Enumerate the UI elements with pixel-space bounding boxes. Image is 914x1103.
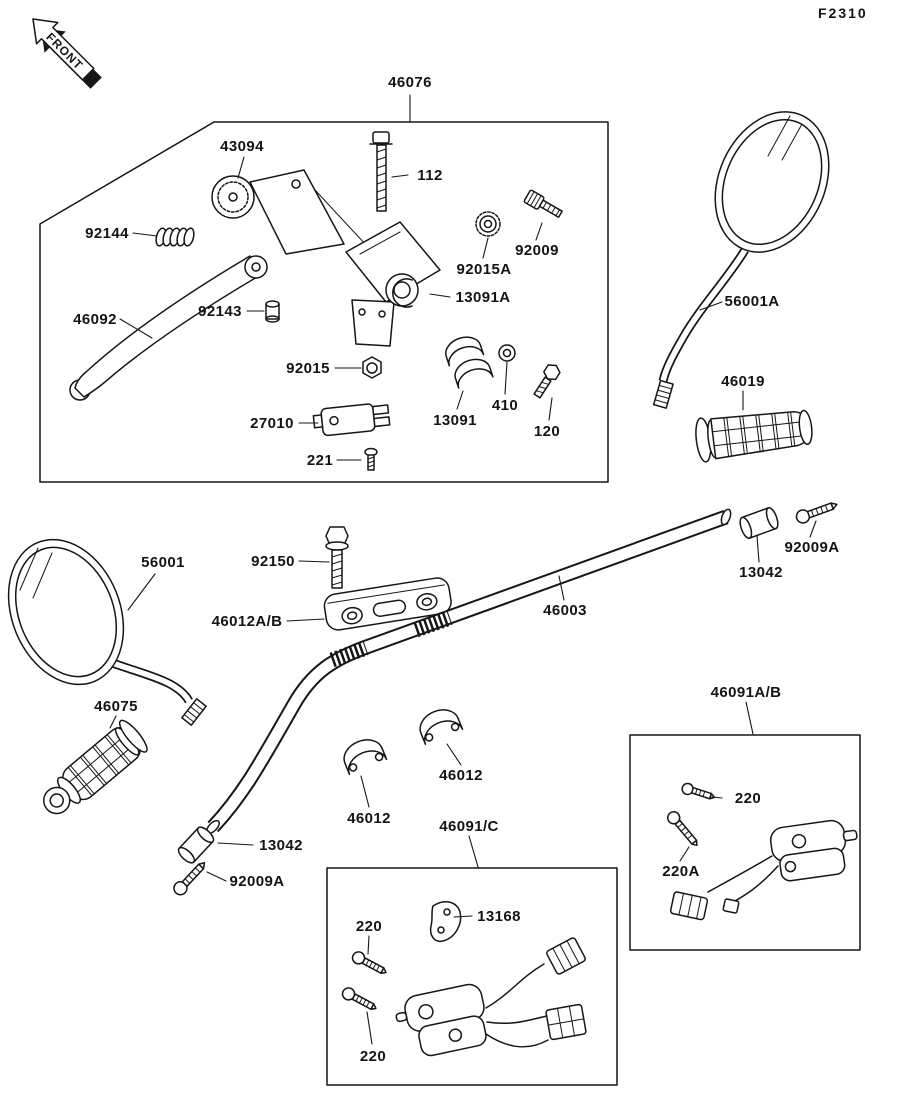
drawing-46091AB-connector — [669, 891, 709, 921]
drawing-46091C-harness — [485, 963, 549, 1048]
part-label-46091a-b-32: 46091A/B — [710, 684, 782, 701]
part-label-43094-1: 43094 — [220, 138, 264, 155]
drawing-220-screw-top — [351, 951, 387, 974]
part-label-220-29: 220 — [355, 918, 383, 935]
drawing-112-bolt — [369, 131, 393, 212]
part-label-13042-24: 13042 — [259, 837, 303, 854]
drawing-221-screw — [364, 447, 378, 471]
drawing-92015A-washer — [475, 211, 501, 237]
drawing-46012-clamp-lower — [343, 739, 388, 776]
part-label-92009a-25: 92009A — [229, 873, 285, 890]
figure-code: F2310 — [818, 5, 868, 21]
drawing-410-washer — [498, 344, 516, 362]
part-label-13168-30: 13168 — [477, 908, 521, 925]
front-arrow-label: FRONT — [43, 30, 86, 73]
part-label-92143-7: 92143 — [198, 303, 242, 320]
drawing-46091AB-connector-small — [722, 898, 740, 914]
drawing-13091-clamp — [445, 336, 494, 389]
drawing-92143-bushing — [265, 300, 280, 323]
drawing-92009A-screw-left — [173, 862, 206, 896]
drawing-46012AB-clamp — [323, 577, 452, 631]
drawing-46091C-connector-b — [545, 1003, 587, 1041]
drawing-120-bolt — [533, 364, 561, 399]
box-46091AB — [629, 734, 861, 951]
drawing-220A-screw — [666, 810, 698, 847]
drawing-92150-bolt — [325, 526, 349, 589]
drawing-46091C-switch-housing — [395, 983, 487, 1057]
drawing-220-screw-bottom — [341, 987, 377, 1010]
drawing-56001-mirror — [7, 538, 207, 726]
front-arrow-icon: FRONT — [32, 18, 102, 89]
part-label-46075-23: 46075 — [94, 698, 138, 715]
part-label-46012-27: 46012 — [439, 767, 483, 784]
drawing-56001A-mirror — [652, 111, 830, 409]
part-label-112-2: 112 — [417, 167, 443, 184]
drawing-92009A-screw-right — [795, 502, 838, 524]
part-label-92150-20: 92150 — [251, 553, 295, 570]
drawing-46091AB-harness — [707, 855, 779, 903]
part-label-56001a-15: 56001A — [724, 293, 780, 310]
part-label-46012-26: 46012 — [347, 810, 391, 827]
leader-lines — [109, 94, 817, 1045]
box-46091C — [326, 867, 618, 1086]
part-label-13091a-5: 13091A — [455, 289, 511, 306]
drawing-13042-weight-left — [177, 826, 215, 864]
part-label-410-13: 410 — [491, 397, 519, 414]
drawing-46075-grip — [42, 719, 148, 815]
part-label-46091-c-28: 46091/C — [439, 818, 499, 835]
drawing-46019-grip — [695, 409, 813, 463]
drawing-13168-bracket — [429, 900, 462, 943]
part-label-92015a-4: 92015A — [456, 261, 512, 278]
drawing-13042-weight-right — [739, 507, 779, 539]
part-label-120-14: 120 — [533, 423, 561, 440]
drawing-27010-switch — [312, 403, 391, 437]
part-label-56001-19: 56001 — [141, 554, 185, 571]
drawing-46092-brake-lever — [69, 255, 268, 401]
part-label-92009-3: 92009 — [515, 242, 559, 259]
drawing-92015-nut — [362, 356, 382, 379]
drawing-46076-master-cylinder — [345, 221, 441, 347]
part-label-220-33: 220 — [734, 790, 762, 807]
part-label-46019-16: 46019 — [721, 373, 765, 390]
part-label-13091-12: 13091 — [433, 412, 477, 429]
drawing-46091AB-switch-housing — [769, 819, 858, 882]
part-label-220a-34: 220A — [662, 863, 700, 880]
box-46076 — [39, 121, 609, 483]
part-label-220-31: 220 — [359, 1048, 387, 1065]
part-label-92144-6: 92144 — [85, 225, 129, 242]
part-label-46076-0: 46076 — [388, 74, 432, 91]
drawing-46012-clamp-upper — [419, 709, 464, 746]
drawing-220-screw-ab — [681, 782, 716, 800]
drawing-92144-spring — [155, 227, 195, 247]
part-label-92015-9: 92015 — [286, 360, 330, 377]
part-label-13042-17: 13042 — [739, 564, 783, 581]
part-label-46012a-b-21: 46012A/B — [211, 613, 283, 630]
drawing-43094-lever-holder — [211, 169, 345, 255]
part-label-221-11: 221 — [306, 452, 334, 469]
drawing-92009-screw — [523, 189, 563, 219]
part-label-46003-22: 46003 — [543, 602, 587, 619]
part-label-92009a-18: 92009A — [784, 539, 840, 556]
part-label-27010-10: 27010 — [250, 415, 294, 432]
drawing-46003-handlebar — [205, 508, 732, 835]
part-label-46092-8: 46092 — [73, 311, 117, 328]
drawing-13091A-clamp — [392, 278, 413, 308]
drawing-46091C-connector-a — [546, 937, 586, 975]
